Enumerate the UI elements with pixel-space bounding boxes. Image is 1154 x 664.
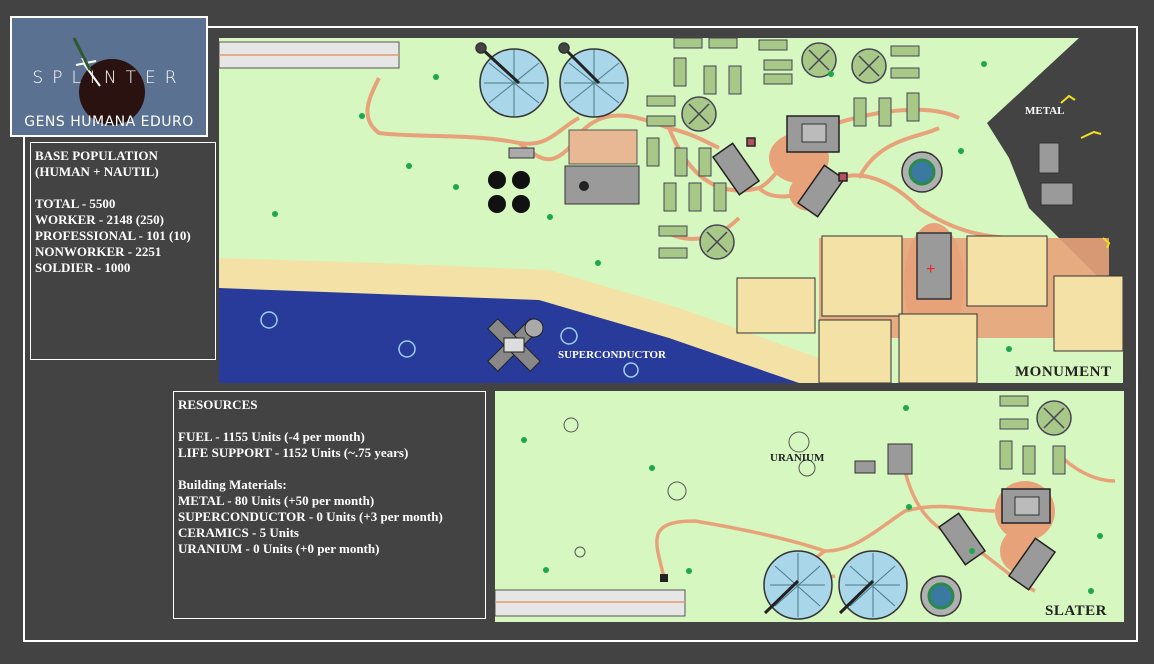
- slater-map-title: SLATER: [1045, 603, 1107, 619]
- dome: [475, 42, 629, 118]
- resources-heading: RESOURCES: [178, 397, 258, 412]
- slater-base-map[interactable]: URANIUM SLATER: [495, 391, 1124, 622]
- population-heading: BASE POPULATION: [35, 148, 158, 163]
- splinter-logo: SPLINTER GENS HUMANA EDURO: [10, 16, 208, 137]
- population-nonworker: NONWORKER - 2251: [35, 244, 162, 259]
- population-panel: BASE POPULATION (HUMAN + NAUTIL) ​ TOTAL…: [30, 142, 216, 360]
- outer-frame: [23, 26, 1138, 642]
- monument-base-map[interactable]: + METAL SUPERCONDU: [219, 38, 1123, 383]
- population-worker: WORKER - 2148 (250): [35, 212, 164, 227]
- monument-map-title: MONUMENT: [1015, 364, 1112, 380]
- resource-fuel: FUEL - 1155 Units (-4 per month): [178, 429, 365, 444]
- planet-emblem-icon: [72, 37, 145, 125]
- material-superconductor: SUPERCONDUCTOR - 0 Units (+3 per month): [178, 509, 443, 524]
- population-professional: PROFESSIONAL - 101 (10): [35, 228, 191, 243]
- population-soldier: SOLDIER - 1000: [35, 260, 131, 275]
- population-subheading: (HUMAN + NAUTIL): [35, 164, 159, 179]
- material-metal: METAL - 80 Units (+50 per month): [178, 493, 375, 508]
- resource-life-support: LIFE SUPPORT - 1152 Units (~.75 years): [178, 445, 409, 460]
- population-total: TOTAL - 5500: [35, 196, 116, 211]
- logo-title: SPLINTER: [32, 68, 186, 88]
- uranium-deposit-label: URANIUM: [770, 452, 825, 464]
- logo-subtitle: GENS HUMANA EDURO: [24, 114, 194, 130]
- superconductor-deposit-label: SUPERCONDUCTOR: [558, 349, 666, 361]
- resources-panel: RESOURCES ​ FUEL - 1155 Units (-4 per mo…: [173, 391, 486, 619]
- material-uranium: URANIUM - 0 Units (+0 per month): [178, 541, 380, 556]
- metal-deposit-label: METAL: [1025, 105, 1065, 117]
- materials-heading: Building Materials:: [178, 477, 287, 492]
- material-ceramics: CERAMICS - 5 Units: [178, 525, 299, 540]
- svg-text:+: +: [926, 261, 935, 278]
